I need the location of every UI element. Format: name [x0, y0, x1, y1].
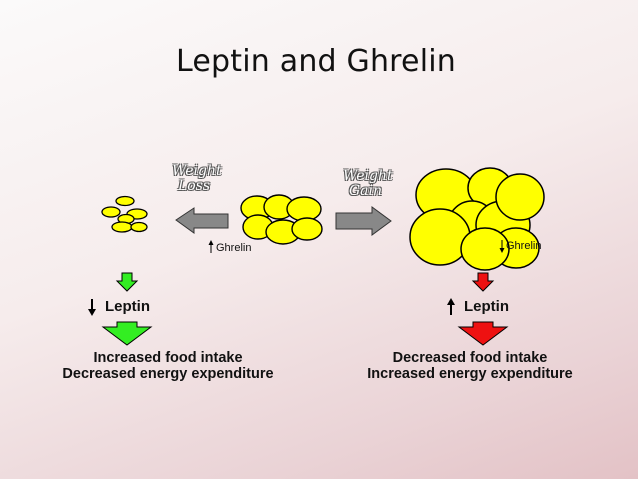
right-outcome-line1: Decreased food intake — [392, 350, 548, 366]
left-outcome-line2: Decreased energy expenditure — [62, 366, 274, 382]
weight-gain-line2: Gain — [349, 183, 383, 199]
left-ghrelin-label: Ghrelin — [216, 242, 252, 254]
right-large-red-arrow — [457, 321, 509, 346]
weight-loss-arrow — [175, 207, 229, 234]
ghrelin-up-arrow — [208, 240, 214, 253]
small-fat-cells — [101, 195, 148, 233]
right-leptin-label: Leptin — [464, 298, 509, 315]
left-leptin-label: Leptin — [105, 298, 150, 315]
medium-fat-cells — [240, 194, 323, 245]
right-outcome-line2: Increased energy expenditure — [367, 366, 573, 382]
ghrelin-down-arrow — [499, 240, 505, 253]
weight-gain-line1: Weight — [343, 168, 393, 184]
large-fat-cells — [409, 167, 545, 271]
right-outcome: Decreased food intake Increased energy e… — [340, 350, 600, 382]
leptin-down-arrow — [88, 299, 96, 316]
weight-loss-line2: Loss — [178, 178, 211, 194]
left-outcome: Increased food intake Decreased energy e… — [38, 350, 298, 382]
left-small-green-arrow — [115, 272, 139, 292]
weight-gain-label: Weight Gain — [343, 169, 393, 199]
left-large-green-arrow — [101, 321, 153, 346]
slide-title: Leptin and Ghrelin — [176, 44, 456, 79]
weight-gain-arrow — [335, 206, 392, 236]
weight-loss-line1: Weight — [172, 163, 222, 179]
weight-loss-label: Weight Loss — [172, 164, 222, 194]
left-outcome-line1: Increased food intake — [93, 350, 243, 366]
right-small-red-arrow — [471, 272, 495, 292]
leptin-up-arrow — [447, 298, 455, 315]
right-ghrelin-label: Ghrelin — [506, 240, 542, 252]
